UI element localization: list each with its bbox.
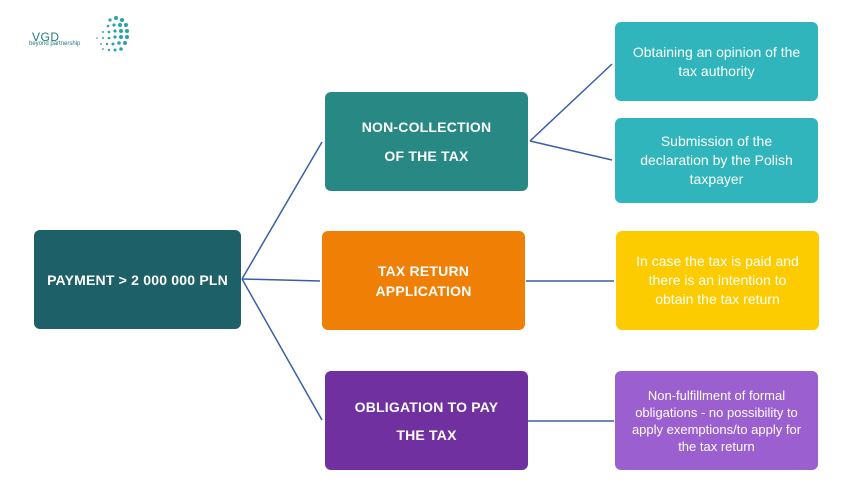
leaf-node-formal-obligations: Non-fulfillment of formal obligations - … bbox=[615, 371, 818, 470]
leaf-node-tax-authority-opinion: Obtaining an opinion of the tax authorit… bbox=[615, 22, 818, 101]
leaf-node-text-line: In case the tax is paid and bbox=[636, 253, 799, 269]
branch-node-label-line: NON-COLLECTION bbox=[361, 118, 492, 135]
logo-tagline: beyond partnership bbox=[29, 41, 81, 47]
leaf-node-text-line: obtain the tax return bbox=[655, 291, 780, 307]
leaf-node-text-line: Submission of the bbox=[660, 133, 773, 149]
branch-node-label-line: OF THE TAX bbox=[384, 147, 469, 164]
leaf-node-text-line: tax authority bbox=[678, 62, 755, 79]
connector-non-collection-to-submission bbox=[529, 140, 613, 161]
branch-node-label-line: OBLIGATION TO PAY bbox=[354, 398, 499, 415]
leaf-node-declaration-submission: Submission of the declaration by the Pol… bbox=[615, 118, 818, 203]
connector-root-to-obligation bbox=[241, 278, 323, 421]
leaf-node-text-line: declaration by the Polish bbox=[640, 152, 793, 168]
branch-node-tax-return: TAX RETURN APPLICATION bbox=[322, 231, 525, 330]
leaf-node-text-line: obligations - no possibility to bbox=[635, 404, 798, 420]
leaf-node-text-line: taxpayer bbox=[689, 171, 744, 187]
branch-node-non-collection: NON-COLLECTION OF THE TAX bbox=[325, 92, 528, 191]
branch-node-label-line: APPLICATION bbox=[375, 282, 472, 299]
leaf-node-text-line: there is an intention to bbox=[648, 272, 787, 288]
leaf-node-text-line: the tax return bbox=[678, 438, 755, 454]
root-node-payment: PAYMENT > 2 000 000 PLN bbox=[34, 230, 241, 329]
leaf-node-text-line: apply exemptions/to apply for bbox=[631, 421, 802, 437]
leaf-node-text-line: Obtaining an opinion of the bbox=[632, 43, 801, 60]
branch-node-label-line: TAX RETURN bbox=[377, 262, 470, 279]
leaf-node-tax-paid-return: In case the tax is paid and there is an … bbox=[616, 231, 819, 330]
logo-brand: VGD bbox=[32, 30, 60, 44]
connector-non-collection-to-opinion bbox=[529, 63, 613, 142]
branch-node-label-line: THE TAX bbox=[396, 426, 457, 443]
branch-node-obligation: OBLIGATION TO PAY THE TAX bbox=[325, 371, 528, 470]
vgd-logo: VGD beyond partnership bbox=[26, 14, 136, 56]
leaf-node-text-line: Non-fulfillment of formal bbox=[647, 387, 786, 403]
connector-root-to-tax-return bbox=[241, 278, 321, 282]
connector-root-to-non-collection bbox=[241, 141, 323, 280]
root-node-label: PAYMENT > 2 000 000 PLN bbox=[47, 271, 228, 288]
dotted-globe-icon bbox=[96, 16, 129, 52]
